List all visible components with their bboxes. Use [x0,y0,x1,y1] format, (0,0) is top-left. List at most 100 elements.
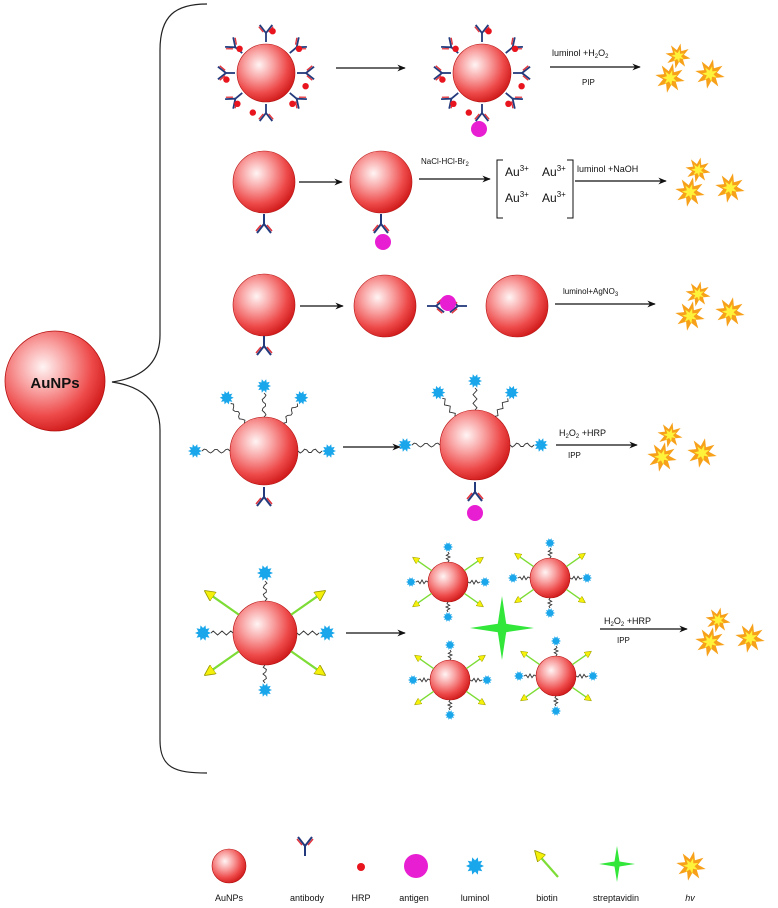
gold-nanoparticle [232,273,296,337]
hv-burst-icon [687,438,717,468]
bracket-right [567,159,574,219]
antibody-icon [372,214,390,234]
antibody-icon [433,65,451,81]
luminol-icon [545,608,555,618]
luminol-linker [447,649,454,661]
biotin-icon [414,558,433,572]
hrp-dot [452,45,459,52]
luminol-icon [257,565,273,581]
luminol-icon [545,538,555,548]
hv-burst-icon [657,422,683,448]
luminol-icon [398,438,412,452]
gold-nanoparticle [232,150,296,214]
biotin-icon [516,588,535,602]
hv-burst-icon [655,63,685,93]
luminol-icon [480,577,490,587]
gold-nanoparticle [485,274,549,338]
luminol-icon [534,438,548,452]
hv-burst-icon [675,301,705,331]
luminol-linker [417,677,431,683]
luminol-icon [443,542,453,552]
luminol-linker [552,695,559,707]
antibody-icon [505,92,523,109]
luminol-linker [201,448,231,454]
luminol-linker [296,630,320,636]
luminol-linker [569,575,583,581]
hrp-dot [234,100,241,108]
gold-nanoparticle [429,659,471,701]
luminol-linker [553,645,560,657]
biotin-icon [416,690,435,704]
row1-pip-label: PIP [582,78,595,87]
legend-antibody-icon [296,836,314,856]
hv-burst-icon [665,43,691,69]
antibody-icon [255,214,273,234]
row4-reagent-label: H2O2 +HRP [559,428,606,440]
gold-nanoparticle [529,557,571,599]
luminol-linker [262,580,268,602]
luminol-linker [446,699,453,711]
luminol-linker [575,673,589,679]
center-label: AuNPs [30,375,79,392]
legend-biotin-icon [536,852,559,878]
row1-reagent-label: luminol +H2O2 [552,48,609,60]
gold-nanoparticle [535,655,577,697]
luminol-icon [445,640,455,650]
luminol-icon [508,573,518,583]
luminol-icon [551,636,561,646]
luminol-linker [415,579,429,585]
hv-burst-icon [715,173,745,203]
hrp-dot [223,76,230,83]
luminol-icon [258,683,272,697]
hrp-dot [450,100,457,108]
legend-luminol-icon [466,857,484,875]
gold-nanoparticle [349,150,413,214]
luminol-linker [469,677,483,683]
hrp-dot [465,109,472,116]
antibody-icon [474,104,490,122]
luminol-linker [444,601,451,613]
biotin-icon [463,558,482,572]
luminol-linker [517,575,531,581]
luminol-linker [494,398,509,417]
luminol-icon [443,612,453,622]
legend-label-antibody: antibody [290,893,325,903]
legend-label-biotin: biotin [536,893,558,903]
antibody-icon [255,487,273,507]
luminol-icon [445,710,455,720]
row2-ion-1: Au3+ [505,164,529,179]
hrp-dot [439,76,446,83]
row3-reagent-label: luminol+AgNO3 [563,287,619,298]
luminol-linker [523,673,537,679]
biotin-icon [571,652,590,666]
luminol-linker [297,448,323,454]
hrp-dot [505,100,512,108]
biotin-icon [565,588,584,602]
gold-nanoparticle [232,600,298,666]
antibody-icon [513,65,531,81]
luminol-linker [546,597,553,609]
antibody-icon [217,65,235,81]
legend-label-hv: hv [685,893,695,903]
luminol-linker [261,392,267,418]
biotin-icon [565,554,584,568]
hv-burst-icon [705,607,731,633]
luminol-linker [411,442,441,448]
hrp-dot [485,28,492,35]
legend-label-antigen: antigen [399,893,429,903]
luminol-icon [408,675,418,685]
bracket-left [496,159,503,219]
row4-ipp-label: IPP [568,451,581,460]
hrp-dot [269,28,276,35]
luminol-linker [283,403,299,424]
gold-nanoparticle [353,274,417,338]
luminol-icon [482,675,492,685]
luminol-icon [257,379,271,393]
antigen-icon [471,121,487,137]
legend-label-aunps: AuNPs [215,893,244,903]
biotin-icon [463,592,482,606]
biotin-icon [290,650,324,674]
row5-reagent-label: H2O2 +HRP [604,616,651,628]
hv-burst-icon [647,442,677,472]
antigen-icon [467,505,483,521]
